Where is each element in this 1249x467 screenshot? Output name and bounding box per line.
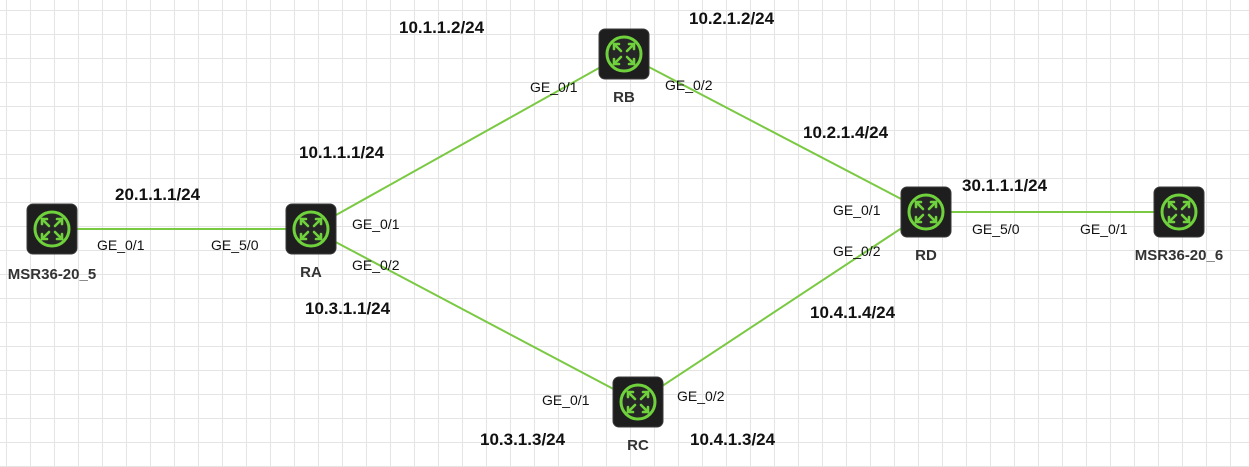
ip-labels-layer: 20.1.1.1/24 10.1.1.1/24 10.1.1.2/24 10.2…: [115, 9, 1048, 449]
link-rc-rd[interactable]: [637, 211, 927, 403]
port-label-rb-ge02: GE_0/2: [665, 77, 713, 93]
router-icon: [1152, 185, 1206, 239]
ip-label-rb-ra: 10.1.1.2/24: [399, 18, 485, 37]
router-ra[interactable]: RA: [284, 202, 338, 281]
port-label-msr6-ge01: GE_0/1: [1080, 221, 1128, 237]
router-icon: [597, 27, 651, 81]
router-rb[interactable]: RB: [597, 27, 651, 106]
port-label-rd-ge01: GE_0/1: [833, 202, 881, 218]
links-layer: [52, 53, 1179, 403]
router-rc[interactable]: RC: [611, 375, 665, 454]
node-label-ra: RA: [300, 264, 322, 281]
ip-label-ra-rc: 10.3.1.1/24: [305, 299, 391, 318]
link-rb-rd[interactable]: [623, 53, 927, 213]
node-label-rb: RB: [613, 89, 635, 106]
node-label-rd: RD: [915, 247, 937, 264]
port-labels-layer: GE_0/1 GE_5/0 GE_0/1 GE_0/2 GE_0/1 GE_0/…: [97, 77, 1128, 408]
router-rd[interactable]: RD: [899, 185, 953, 264]
ip-label-rd-rc: 10.4.1.4/24: [810, 303, 896, 322]
port-label-rc-ge01: GE_0/1: [542, 392, 590, 408]
port-label-rb-ge01: GE_0/1: [530, 79, 578, 95]
link-ra-rb[interactable]: [310, 53, 625, 230]
ip-label-rd-msr6: 30.1.1.1/24: [962, 176, 1048, 195]
port-label-ra-ge02: GE_0/2: [352, 257, 400, 273]
port-label-rd-ge50: GE_5/0: [972, 221, 1020, 237]
node-label-msr36-20-6: MSR36-20_6: [1135, 247, 1223, 264]
ip-label-rd-rb: 10.2.1.4/24: [803, 123, 889, 142]
port-label-rc-ge02: GE_0/2: [677, 388, 725, 404]
router-icon: [25, 202, 79, 256]
router-icon: [899, 185, 953, 239]
port-label-rd-ge02: GE_0/2: [833, 243, 881, 259]
port-label-ra-ge01: GE_0/1: [352, 216, 400, 232]
port-label-ra-ge50: GE_5/0: [211, 237, 259, 253]
router-icon: [611, 375, 665, 429]
router-msr36-20-5[interactable]: MSR36-20_5: [8, 202, 96, 283]
router-icon: [284, 202, 338, 256]
ip-label-rb-rd: 10.2.1.2/24: [689, 9, 775, 28]
ip-label-ra-msr5: 20.1.1.1/24: [115, 185, 201, 204]
link-ra-rc[interactable]: [310, 228, 639, 403]
nodes-layer: MSR36-20_5 RA RB RC RD MSR36-20_6: [8, 27, 1223, 454]
ip-label-ra-rb: 10.1.1.1/24: [299, 143, 385, 162]
ip-label-rc-rd: 10.4.1.3/24: [690, 430, 776, 449]
router-msr36-20-6[interactable]: MSR36-20_6: [1135, 185, 1223, 264]
ip-label-rc-ra: 10.3.1.3/24: [480, 430, 566, 449]
node-label-msr36-20-5: MSR36-20_5: [8, 266, 96, 283]
port-label-msr5-ge01: GE_0/1: [97, 237, 145, 253]
node-label-rc: RC: [627, 437, 649, 454]
